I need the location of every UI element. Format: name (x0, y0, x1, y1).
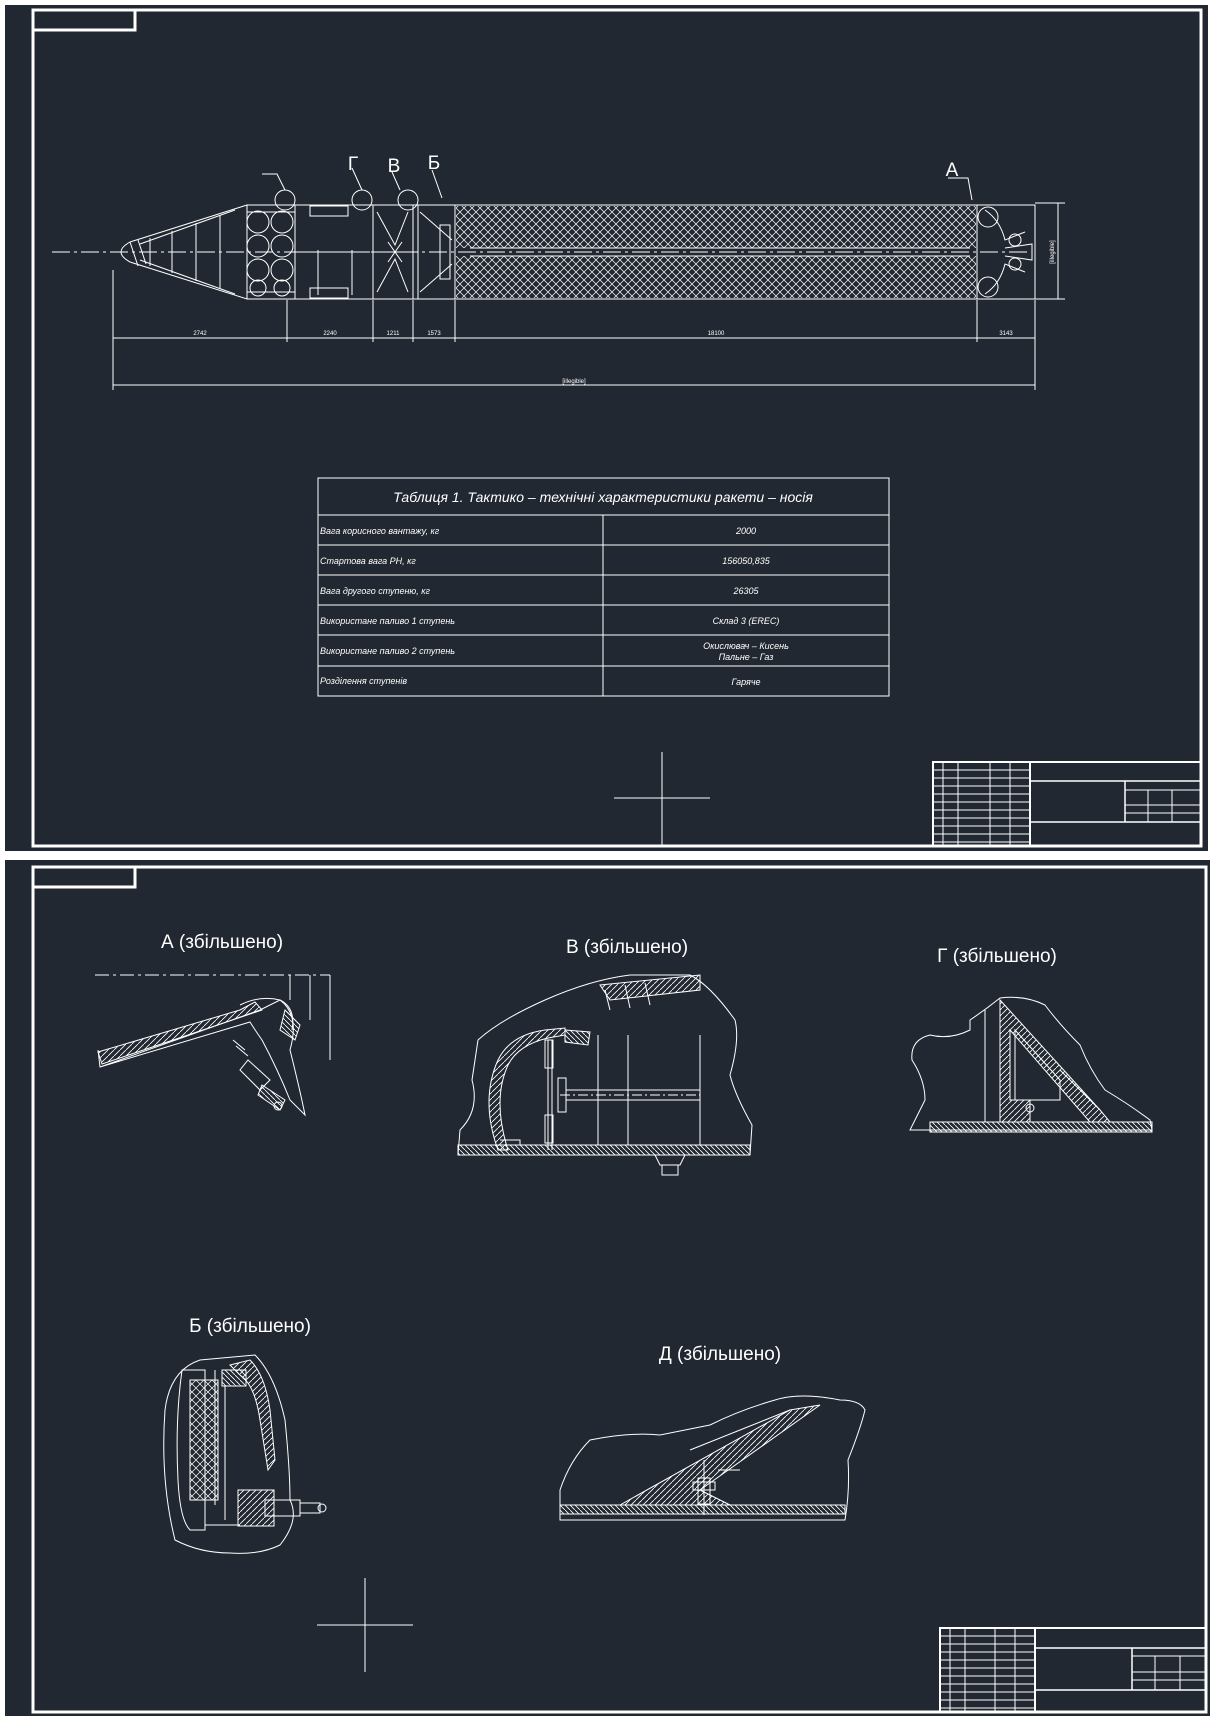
detail-v-title: В (збільшено) (566, 937, 688, 958)
dimension-label: 3143 (999, 331, 1013, 337)
table-row-value: Окислювач – Кисень (703, 641, 789, 651)
callout-g: Г (348, 154, 358, 175)
sheet-2-corner-stamp (31, 865, 137, 889)
sheet-2: А (збільшено) В (збільшено) Г (збільшено… (5, 860, 1210, 1716)
first-stage-motor (454, 204, 978, 300)
sheet-1-background (5, 5, 1208, 851)
table-row-value-2: Пальне – Газ (719, 652, 774, 662)
callout-a: А (946, 160, 959, 181)
detail-d-title: Д (збільшено) (659, 1344, 781, 1365)
callout-b: Б (428, 153, 440, 174)
table-row-value: 156050,835 (722, 556, 771, 566)
detail-titles: А (збільшено) В (збільшено) Г (збільшено… (161, 932, 1057, 1365)
title-block (932, 761, 1202, 847)
sheet-2-border (31, 865, 1208, 1714)
sheet-1-corner-stamp (31, 8, 137, 32)
overall-dimension-label: [illegible] (562, 379, 586, 385)
detail-v-drawing (457, 974, 753, 1176)
title-block (939, 1627, 1207, 1713)
dimension-label: 2240 (323, 331, 337, 337)
dimension-label: 1573 (427, 331, 441, 337)
table-row-value: 26305 (732, 586, 759, 596)
table-row-label: Вага другого ступеню, кг (320, 586, 430, 596)
table-row-value: Склад 3 (EREC) (713, 616, 780, 626)
detail-a-title: А (збільшено) (161, 932, 283, 953)
aft-section (976, 204, 1036, 300)
payload-section (246, 189, 296, 300)
dimension-lines (112, 202, 1065, 390)
interstage (372, 189, 456, 300)
table-row-label: Використане паливо 2 ступень (320, 646, 455, 656)
specs-table-text: Таблиця 1. Тактико – технічні характерис… (320, 489, 813, 687)
dimension-label: 18100 (708, 331, 725, 337)
table-row-label: Використане паливо 1 ступень (320, 616, 455, 626)
table-row-label: Стартова вага РН, кг (320, 556, 416, 566)
table-title: Таблиця 1. Тактико – технічні характерис… (393, 489, 813, 505)
detail-g-drawing (909, 996, 1153, 1133)
dimension-values: 2742 2240 1211 1573 18100 3143 [illegibl… (193, 240, 1056, 385)
callout-v: В (388, 156, 401, 177)
detail-a-drawing (95, 974, 331, 1117)
table-row-label: Розділення ступенів (320, 676, 407, 686)
crosshair-mark (614, 752, 710, 846)
detail-b-drawing (163, 1354, 327, 1554)
detail-b-title: Б (збільшено) (189, 1316, 311, 1337)
detail-g-title: Г (збільшено) (937, 946, 1057, 967)
sheet-1-border (31, 8, 1203, 848)
crosshair-mark (317, 1578, 413, 1672)
rocket-side-view (52, 167, 1036, 300)
callout-marks (262, 167, 973, 201)
table-row-label: Вага корисного вантажу, кг (320, 526, 440, 536)
table-row-value: Гаряче (732, 677, 761, 687)
dimension-label: 2742 (193, 331, 207, 337)
table-row-value: 2000 (735, 526, 756, 536)
dimension-label: 1211 (387, 331, 401, 337)
detail-d-drawing (559, 1395, 866, 1521)
sheet-1: Г В Б А 2742 2240 1211 1573 18100 3143 [… (5, 5, 1208, 851)
specs-table (317, 477, 890, 697)
diameter-dimension-label: [illegible] (1050, 240, 1056, 264)
sheet-2-background (5, 860, 1210, 1716)
